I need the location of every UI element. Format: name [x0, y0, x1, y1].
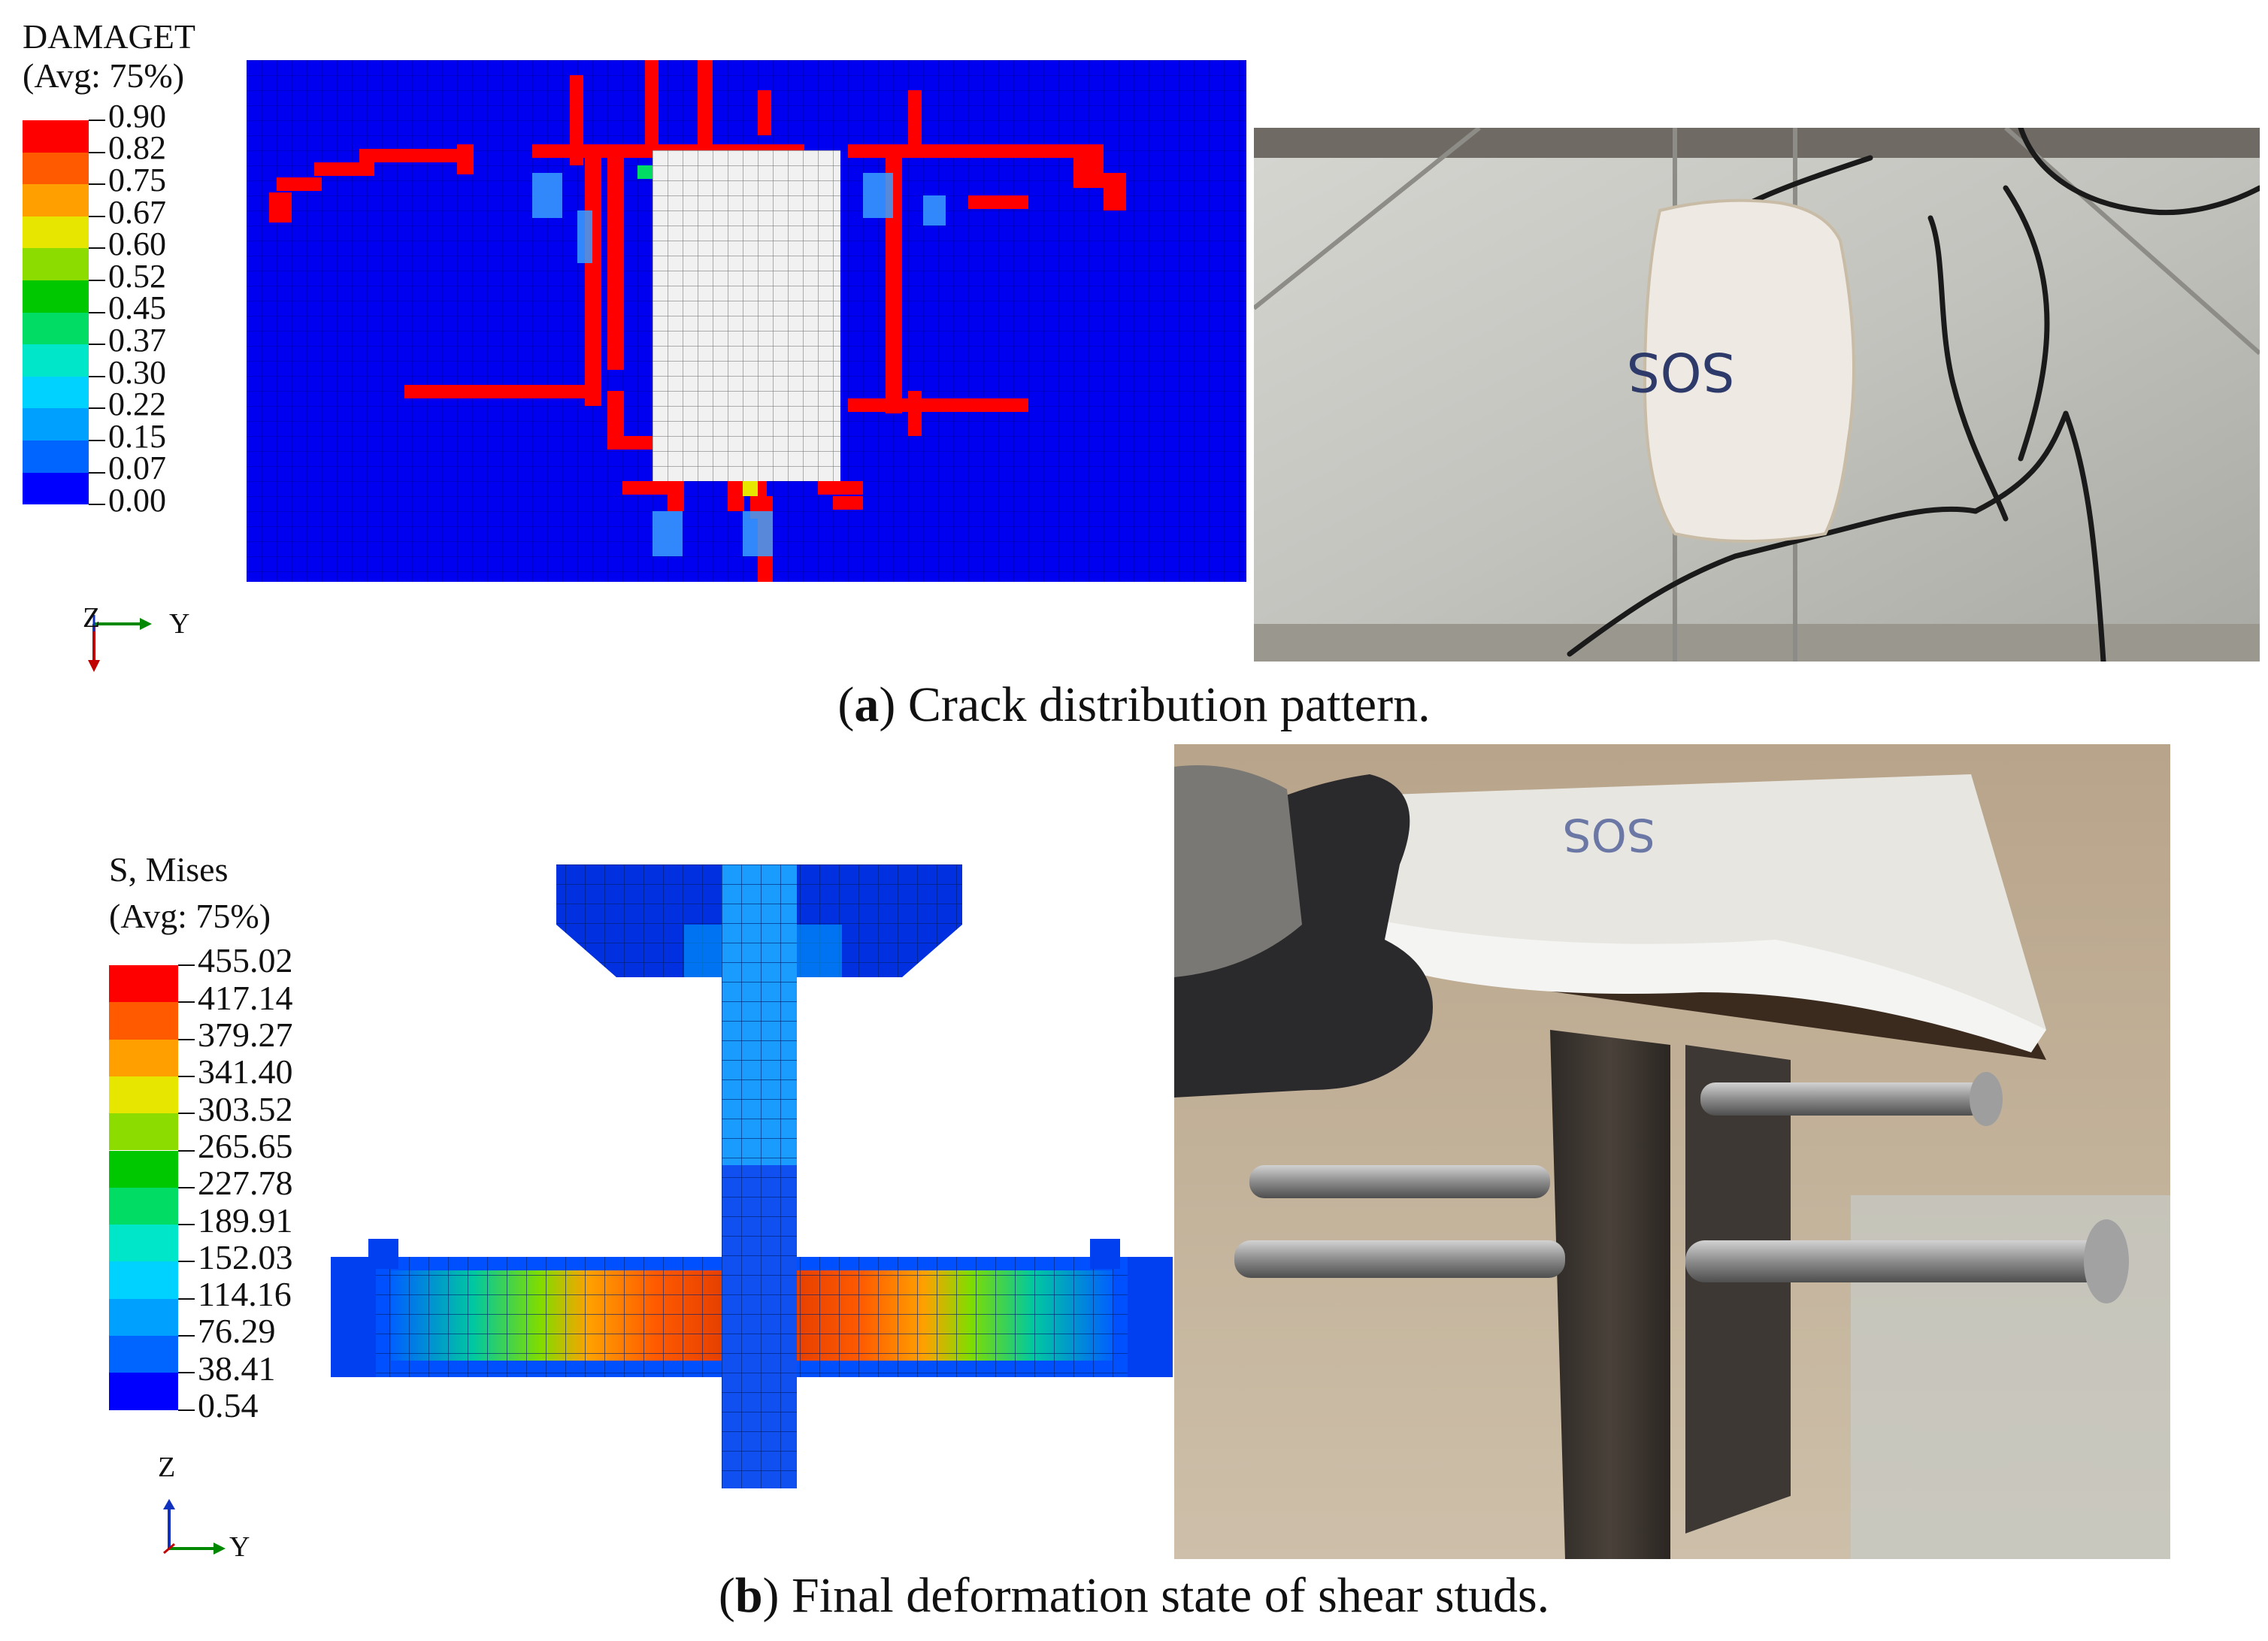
mises-legend-tick [178, 1297, 195, 1300]
damage-legend-value: 0.45 [108, 289, 166, 327]
mises-legend-swatch [109, 965, 178, 1003]
mises-legend-swatch [109, 1225, 178, 1262]
damage-legend-value: 0.37 [108, 321, 166, 359]
damage-legend-swatch [23, 120, 89, 153]
mises-legend-tick [178, 1409, 195, 1411]
damage-legend-value: 0.82 [108, 129, 166, 167]
mises-legend-value: 0.54 [198, 1386, 259, 1425]
mises-legend-swatch [109, 1336, 178, 1373]
damage-legend-swatch [23, 184, 89, 216]
damage-contour-plot [247, 60, 1246, 586]
damage-legend-tick [89, 120, 105, 121]
mises-legend-tick [178, 1224, 195, 1226]
damage-legend-swatch [23, 216, 89, 249]
mises-contour-model [331, 864, 1180, 1492]
mises-legend-tick [178, 1001, 195, 1004]
damage-legend-value: 0.22 [108, 386, 166, 423]
damage-legend-value: 0.67 [108, 193, 166, 231]
damage-legend-tick [89, 183, 105, 186]
mises-legend-tick [178, 1186, 195, 1188]
damage-legend-tick [89, 344, 105, 346]
damage-legend-tick [89, 151, 105, 153]
damage-legend-tick [89, 375, 105, 377]
mises-legend-tick [178, 1335, 195, 1337]
damage-legend-tick [89, 407, 105, 410]
mises-legend-value: 189.91 [198, 1200, 293, 1240]
mises-legend-value: 76.29 [198, 1312, 276, 1351]
plate-marking: SOS [1563, 808, 1655, 861]
mises-legend-value: 227.78 [198, 1164, 293, 1203]
mises-legend-title: S, Mises [109, 850, 229, 889]
damage-legend-value: 0.07 [108, 450, 166, 487]
caption-b: (b) Final deformation state of shear stu… [718, 1568, 1550, 1623]
mises-legend-tick [178, 1113, 195, 1115]
damage-legend-tick [89, 247, 105, 250]
damage-legend-value: 0.90 [108, 97, 166, 135]
slab-marking: SOS [1627, 341, 1735, 402]
mises-legend-value: 341.40 [198, 1052, 293, 1091]
damage-legend-swatch [23, 408, 89, 441]
mises-legend-value: 152.03 [198, 1237, 293, 1276]
mises-legend-tick [178, 1038, 195, 1040]
crack-photo: SOS [1254, 128, 2260, 662]
damage-legend-value: 0.30 [108, 353, 166, 391]
damage-legend-swatch [23, 152, 89, 185]
axis-triad-b [150, 1496, 271, 1567]
stud-photo: SOS [1174, 744, 2170, 1559]
mises-legend-swatch [109, 1373, 178, 1410]
damage-legend-tick [89, 440, 105, 441]
mises-legend-tick [178, 1372, 195, 1374]
damage-legend-tick [89, 471, 105, 474]
mises-legend-swatch [109, 1113, 178, 1151]
caption-b-letter: b [734, 1568, 763, 1623]
mises-legend-tick [178, 964, 195, 966]
axis-triad-a [75, 601, 210, 680]
mises-legend-value: 265.65 [198, 1126, 293, 1165]
mises-legend-swatch [109, 1076, 178, 1114]
caption-b-text: Final deformation state of shear studs. [779, 1568, 1550, 1623]
damage-legend-swatch [23, 312, 89, 345]
mises-legend-swatch [109, 1039, 178, 1076]
damage-legend-swatch [23, 248, 89, 280]
damage-legend-subtitle: (Avg: 75%) [23, 56, 185, 95]
damage-legend-value: 0.15 [108, 417, 166, 455]
axis-label-z-a: Z [83, 602, 101, 634]
mises-legend-value: 379.27 [198, 1016, 293, 1055]
axis-label-z-b: Z [158, 1452, 176, 1483]
caption-a: (a) Crack distribution pattern. [837, 677, 1431, 732]
damage-legend-swatch [23, 280, 89, 313]
damage-legend-swatch [23, 441, 89, 473]
mises-legend-swatch [109, 1298, 178, 1336]
mises-legend-swatch [109, 1261, 178, 1299]
damage-legend-value: 0.00 [108, 481, 166, 519]
mises-legend-value: 114.16 [198, 1275, 292, 1314]
damage-legend-swatch [23, 472, 89, 505]
mises-legend-subtitle: (Avg: 75%) [109, 897, 271, 935]
mises-legend-swatch [109, 1002, 178, 1040]
damage-legend-tick [89, 504, 105, 506]
mises-legend-swatch [109, 1187, 178, 1225]
mises-legend-value: 417.14 [198, 978, 293, 1017]
damage-legend-swatch [23, 344, 89, 377]
damage-legend-value: 0.52 [108, 257, 166, 295]
mises-legend-tick [178, 1075, 195, 1077]
damage-legend-tick [89, 311, 105, 313]
damage-legend-tick [89, 280, 105, 281]
mises-legend-value: 455.02 [198, 941, 293, 980]
mises-legend-value: 38.41 [198, 1349, 276, 1388]
damage-legend-tick [89, 215, 105, 217]
caption-a-letter: a [854, 677, 880, 732]
axis-label-y-b: Y [229, 1531, 250, 1563]
mises-legend-swatch [109, 1150, 178, 1188]
damage-legend-value: 0.75 [108, 161, 166, 198]
mises-legend-tick [178, 1261, 195, 1263]
damage-legend-title: DAMAGET [23, 17, 195, 56]
damage-legend-swatch [23, 376, 89, 409]
damage-legend-value: 0.60 [108, 226, 166, 263]
caption-a-text: Crack distribution pattern. [895, 677, 1431, 732]
mises-legend-tick [178, 1149, 195, 1152]
axis-label-y-a: Y [169, 608, 190, 640]
mises-legend-value: 303.52 [198, 1089, 293, 1128]
